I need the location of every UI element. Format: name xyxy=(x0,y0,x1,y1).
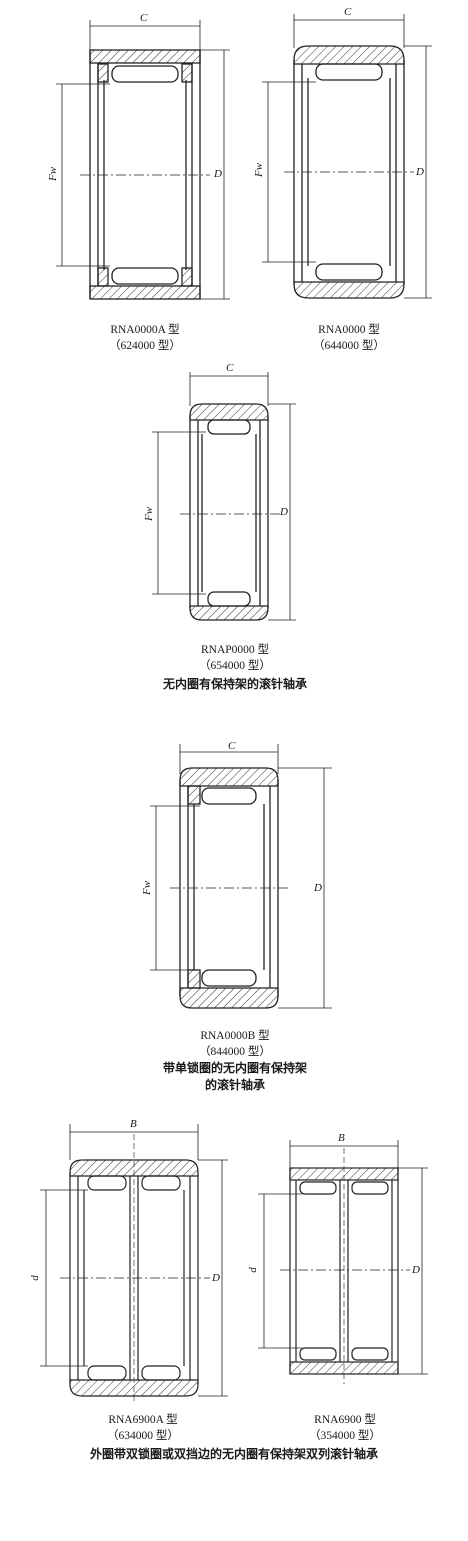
dim-b-label: B xyxy=(130,1118,137,1130)
dim-c-label: C xyxy=(228,740,236,752)
panel-rna0000b: C D Fw RNA0000B 型 （844000 型） 带单锁圈的无内圈有保持… xyxy=(0,730,468,1100)
panel-rnap0000: C D Fw RNAP0000 型 （654000 型） 无内圈有保持架的滚针轴… xyxy=(0,360,468,720)
group-title-2-line1: 带单锁圈的无内圈有保持架 xyxy=(162,1061,307,1075)
drawing-rna0000a-rna0000 xyxy=(56,14,432,300)
caption-alt: （354000 型） xyxy=(309,1430,381,1442)
dim-d-label: D xyxy=(416,166,424,178)
caption-alt: （844000 型） xyxy=(199,1046,271,1058)
caption-rna6900a: RNA6900A 型 （634000 型） xyxy=(68,1412,218,1444)
caption-model: RNAP0000 型 xyxy=(200,644,270,656)
panel-rna6900a-rna6900: B D d B D d RNA6900A 型 （634000 型） RNA690… xyxy=(0,1104,468,1541)
caption-model: RNA6900 型 xyxy=(314,1414,376,1426)
caption-rna0000a: RNA0000A 型 （624000 型） xyxy=(70,322,220,354)
dim-d-small-label: d xyxy=(246,1267,259,1273)
caption-rna0000: RNA0000 型 （644000 型） xyxy=(274,322,424,354)
dim-b-label: B xyxy=(338,1132,345,1144)
caption-alt: （644000 型） xyxy=(313,340,385,352)
dim-fw-label: Fw xyxy=(47,166,60,182)
caption-model: RNA6900A 型 xyxy=(108,1414,178,1426)
panel-rna0000a-rna0000: C D Fw C D Fw RNA0000A 型 （624000 型） RNA0… xyxy=(0,0,468,360)
caption-rna6900: RNA6900 型 （354000 型） xyxy=(270,1412,420,1444)
caption-alt: （654000 型） xyxy=(199,660,271,672)
bearing-rna0000a xyxy=(56,20,230,300)
caption-rnap0000: RNAP0000 型 （654000 型） xyxy=(160,642,310,674)
caption-model: RNA0000B 型 xyxy=(200,1030,270,1042)
dim-d-small-label: d xyxy=(28,1275,41,1281)
caption-alt: （634000 型） xyxy=(107,1430,179,1442)
group-title-2: 带单锁圈的无内圈有保持架 的滚针轴承 xyxy=(110,1060,360,1094)
bearing-rna6900a xyxy=(40,1124,228,1404)
dim-c-label: C xyxy=(344,6,352,18)
group-title-3: 外圈带双锁圈或双挡边的无内圈有保持架双列滚针轴承 xyxy=(89,1447,378,1461)
bearing-rna0000b xyxy=(150,744,332,1009)
dim-c-label: C xyxy=(226,362,234,374)
drawing-rnap0000 xyxy=(152,372,296,621)
dim-fw-label: Fw xyxy=(253,162,266,178)
dim-d-label: D xyxy=(280,506,288,518)
bearing-rna6900 xyxy=(258,1140,428,1384)
bearing-rnap0000 xyxy=(152,372,296,621)
caption-alt: （624000 型） xyxy=(109,340,181,352)
group-title-1: 无内圈有保持架的滚针轴承 xyxy=(162,677,307,691)
dim-fw-label: Fw xyxy=(141,880,154,896)
dim-fw-label: Fw xyxy=(143,506,156,522)
dim-d-label: D xyxy=(412,1264,420,1276)
drawing-rna6900a-rna6900 xyxy=(40,1124,428,1404)
drawing-rna0000b xyxy=(150,744,332,1009)
group-title-2-line2: 的滚针轴承 xyxy=(204,1078,265,1092)
caption-model: RNA0000 型 xyxy=(318,324,380,336)
dim-c-label: C xyxy=(140,12,148,24)
bearing-rna0000 xyxy=(262,14,432,299)
dim-d-label: D xyxy=(314,882,322,894)
caption-model: RNA0000A 型 xyxy=(110,324,180,336)
dim-d-label: D xyxy=(214,168,222,180)
caption-rna0000b: RNA0000B 型 （844000 型） xyxy=(160,1028,310,1060)
dim-d-label: D xyxy=(212,1272,220,1284)
